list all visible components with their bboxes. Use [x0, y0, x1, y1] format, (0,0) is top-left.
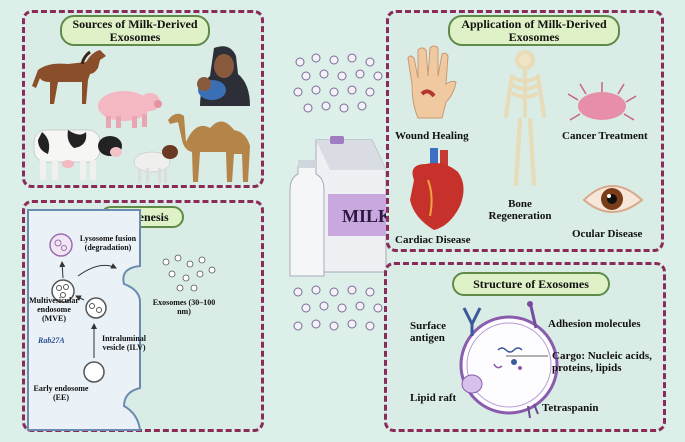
milk-carton-icon: MILK [289, 136, 392, 277]
app-ocular-disease: Ocular Disease [572, 228, 643, 240]
app-bone-regeneration: Bone Regeneration [488, 198, 552, 222]
mve-label: Multivesicular endosome (MVE) [29, 296, 79, 323]
tetraspanin-label: Tetraspanin [542, 402, 599, 414]
mve-icon [51, 279, 75, 303]
app-wound-healing: Wound Healing [395, 130, 469, 142]
released-exosomes [162, 254, 216, 292]
heart-icon [410, 148, 464, 230]
skeleton-icon [504, 50, 546, 186]
tumor-icon [567, 82, 637, 121]
camel-icon [168, 113, 250, 182]
goat-icon [133, 145, 178, 183]
sources-title: Sources of Milk-Derived Exosomes [60, 15, 210, 46]
applications-title: Application of Milk-Derived Exosomes [448, 15, 620, 46]
exosome-structure-diagram [459, 315, 559, 419]
hand-icon [407, 45, 457, 119]
lysosome-label: Lysosome fusion (degradation) [79, 234, 137, 252]
pig-icon [98, 91, 162, 128]
surface-antigen-icon [462, 307, 482, 336]
ilv-icon [85, 297, 107, 319]
early-endosome-label: Early endosome (EE) [33, 384, 89, 402]
ilv-label: Intraluminal vesicle (ILV) [101, 334, 146, 352]
human-mother-icon [197, 46, 250, 106]
lipid-raft-label: Lipid raft [410, 392, 457, 404]
cargo-label: Cargo: Nucleic acids, proteins, lipids [552, 350, 652, 374]
exosomes-size-label: Exosomes (30–100 nm) [152, 298, 216, 316]
app-cancer-treatment: Cancer Treatment [562, 130, 648, 142]
horse-icon [32, 50, 106, 104]
early-endosome-icon [83, 361, 105, 383]
cow-icon [33, 129, 122, 180]
app-cardiac-disease: Cardiac Disease [395, 234, 471, 246]
adhesion-molecules-label: Adhesion molecules [548, 318, 641, 330]
surface-antigen-label: Surface antigen [410, 320, 447, 344]
structure-title: Structure of Exosomes [452, 272, 610, 296]
rab27a-label: Rab27A [38, 336, 65, 345]
eye-icon [582, 185, 644, 213]
lysosome-icon [49, 233, 73, 257]
adhesion-molecule-icon [527, 301, 538, 329]
exosome-cluster-bottom [293, 285, 383, 331]
exosome-cluster-top [293, 53, 383, 113]
milk-label: MILK [342, 206, 392, 226]
